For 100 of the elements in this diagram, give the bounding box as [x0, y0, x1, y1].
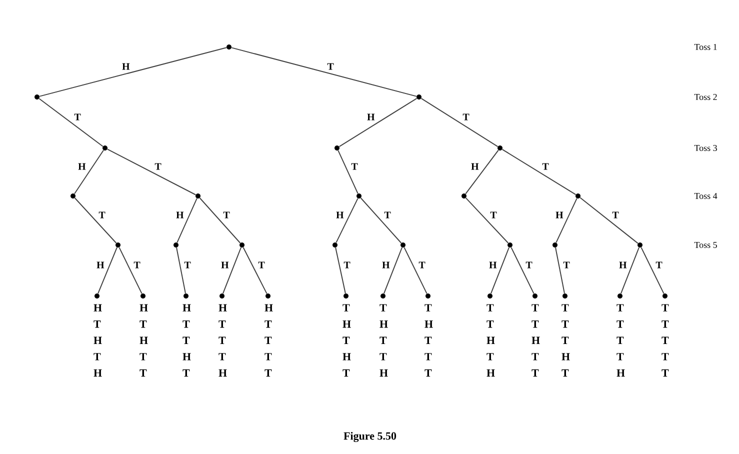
edge-label: T [342, 260, 352, 270]
branch-line [338, 98, 418, 148]
branch-line [74, 197, 117, 244]
branch-line [98, 246, 118, 294]
edge-label: H [175, 210, 185, 220]
tree-node [462, 193, 466, 198]
edge-label: T [562, 260, 571, 270]
tree-node [266, 293, 270, 298]
level-label: Toss 2 [694, 94, 717, 100]
branch-line [555, 247, 565, 294]
branch-line [199, 198, 241, 244]
edge-label: T [132, 260, 142, 270]
caption: Figure 5.50 [344, 432, 396, 442]
edge-label: H [381, 260, 391, 270]
branch-line [231, 47, 417, 97]
outcome-sequence: T T T T T [662, 304, 669, 377]
tree-node [140, 293, 146, 298]
tree-node [116, 242, 120, 248]
tree-node [174, 242, 178, 248]
tree-node [618, 293, 622, 298]
outcome-sequence: H T T T T [264, 304, 273, 377]
edge-label: H [366, 112, 376, 122]
edge-label: H [96, 260, 106, 270]
branch-line [620, 247, 640, 294]
branch-line [176, 198, 198, 244]
edge-label: T [462, 112, 470, 122]
edge-label: H [554, 210, 564, 220]
branch-line [338, 150, 358, 194]
outcome-sequence: H T T T H [218, 304, 227, 377]
branch-line [118, 246, 142, 294]
tree-node [34, 94, 40, 100]
outcome-sequence: H T H T H [94, 304, 102, 377]
branch-line [502, 148, 576, 196]
tree-node [334, 146, 340, 150]
edge-label: T [418, 260, 426, 270]
branch-line [106, 148, 196, 196]
outcome-sequence: T H T H T [342, 304, 351, 377]
level-label: Toss 4 [694, 192, 718, 199]
tree-node [662, 293, 668, 298]
edge-label: T [326, 62, 335, 71]
branch-line [465, 197, 509, 244]
level-label: Toss 3 [694, 144, 717, 152]
tree-node [638, 242, 642, 248]
edge-label: T [524, 260, 534, 270]
outcome-sequence: H T H T T [140, 304, 148, 377]
outcome-sequence: T T H T T [532, 304, 540, 377]
tree-node [356, 193, 362, 198]
edge-label: T [383, 210, 392, 220]
branch-line [420, 98, 498, 148]
tree-node [562, 293, 568, 298]
branch-line [74, 150, 104, 194]
outcome-sequence: T T H T H [486, 304, 495, 377]
tree-node [196, 193, 200, 198]
branch-line [490, 247, 510, 294]
tree-node [240, 242, 244, 248]
edge-label: T [222, 210, 231, 220]
edge-label: H [488, 260, 498, 270]
branch-line [384, 247, 403, 294]
level-label: Toss 1 [694, 44, 717, 50]
tree-node [498, 146, 502, 150]
tree-node [426, 293, 430, 298]
branch-line [176, 247, 186, 294]
tree-node [532, 293, 538, 298]
tree-node [400, 242, 406, 248]
branch-line [335, 247, 346, 294]
tree-node [332, 242, 338, 248]
outcome-sequence: T H T T H [380, 304, 388, 377]
tree-node [220, 293, 224, 298]
edge-label: H [335, 210, 345, 220]
branch-line [39, 47, 227, 97]
edge-label: T [98, 210, 106, 220]
edge-label: T [611, 210, 620, 220]
outcome-sequence: T T T H T [562, 304, 570, 377]
edge-label: T [541, 162, 550, 171]
tree-node [184, 293, 188, 298]
edge-label: H [220, 260, 230, 270]
edge-label: T [154, 162, 162, 171]
level-label: Toss 5 [694, 242, 717, 248]
branch-line [640, 246, 664, 294]
branch-line [465, 150, 499, 194]
outcome-sequence: T T T T H [616, 304, 625, 377]
edge-label: T [489, 210, 498, 220]
tree-node [576, 193, 580, 198]
branch-line [242, 246, 268, 294]
branch-line [336, 198, 358, 244]
branch-line [38, 98, 104, 147]
branch-line [360, 198, 402, 244]
edge-label: H [77, 162, 87, 171]
tree-node [102, 146, 108, 150]
tree-node [488, 293, 492, 298]
edge-label: H [470, 162, 480, 171]
branch-line [222, 247, 242, 294]
edge-label: H [121, 62, 131, 71]
tree-node [344, 293, 348, 298]
edge-label: T [73, 112, 82, 122]
tree-node [226, 44, 232, 50]
tree-node [508, 242, 512, 248]
edge-label: T [257, 260, 266, 270]
edge-label: T [350, 162, 359, 171]
branch-line [580, 197, 638, 244]
